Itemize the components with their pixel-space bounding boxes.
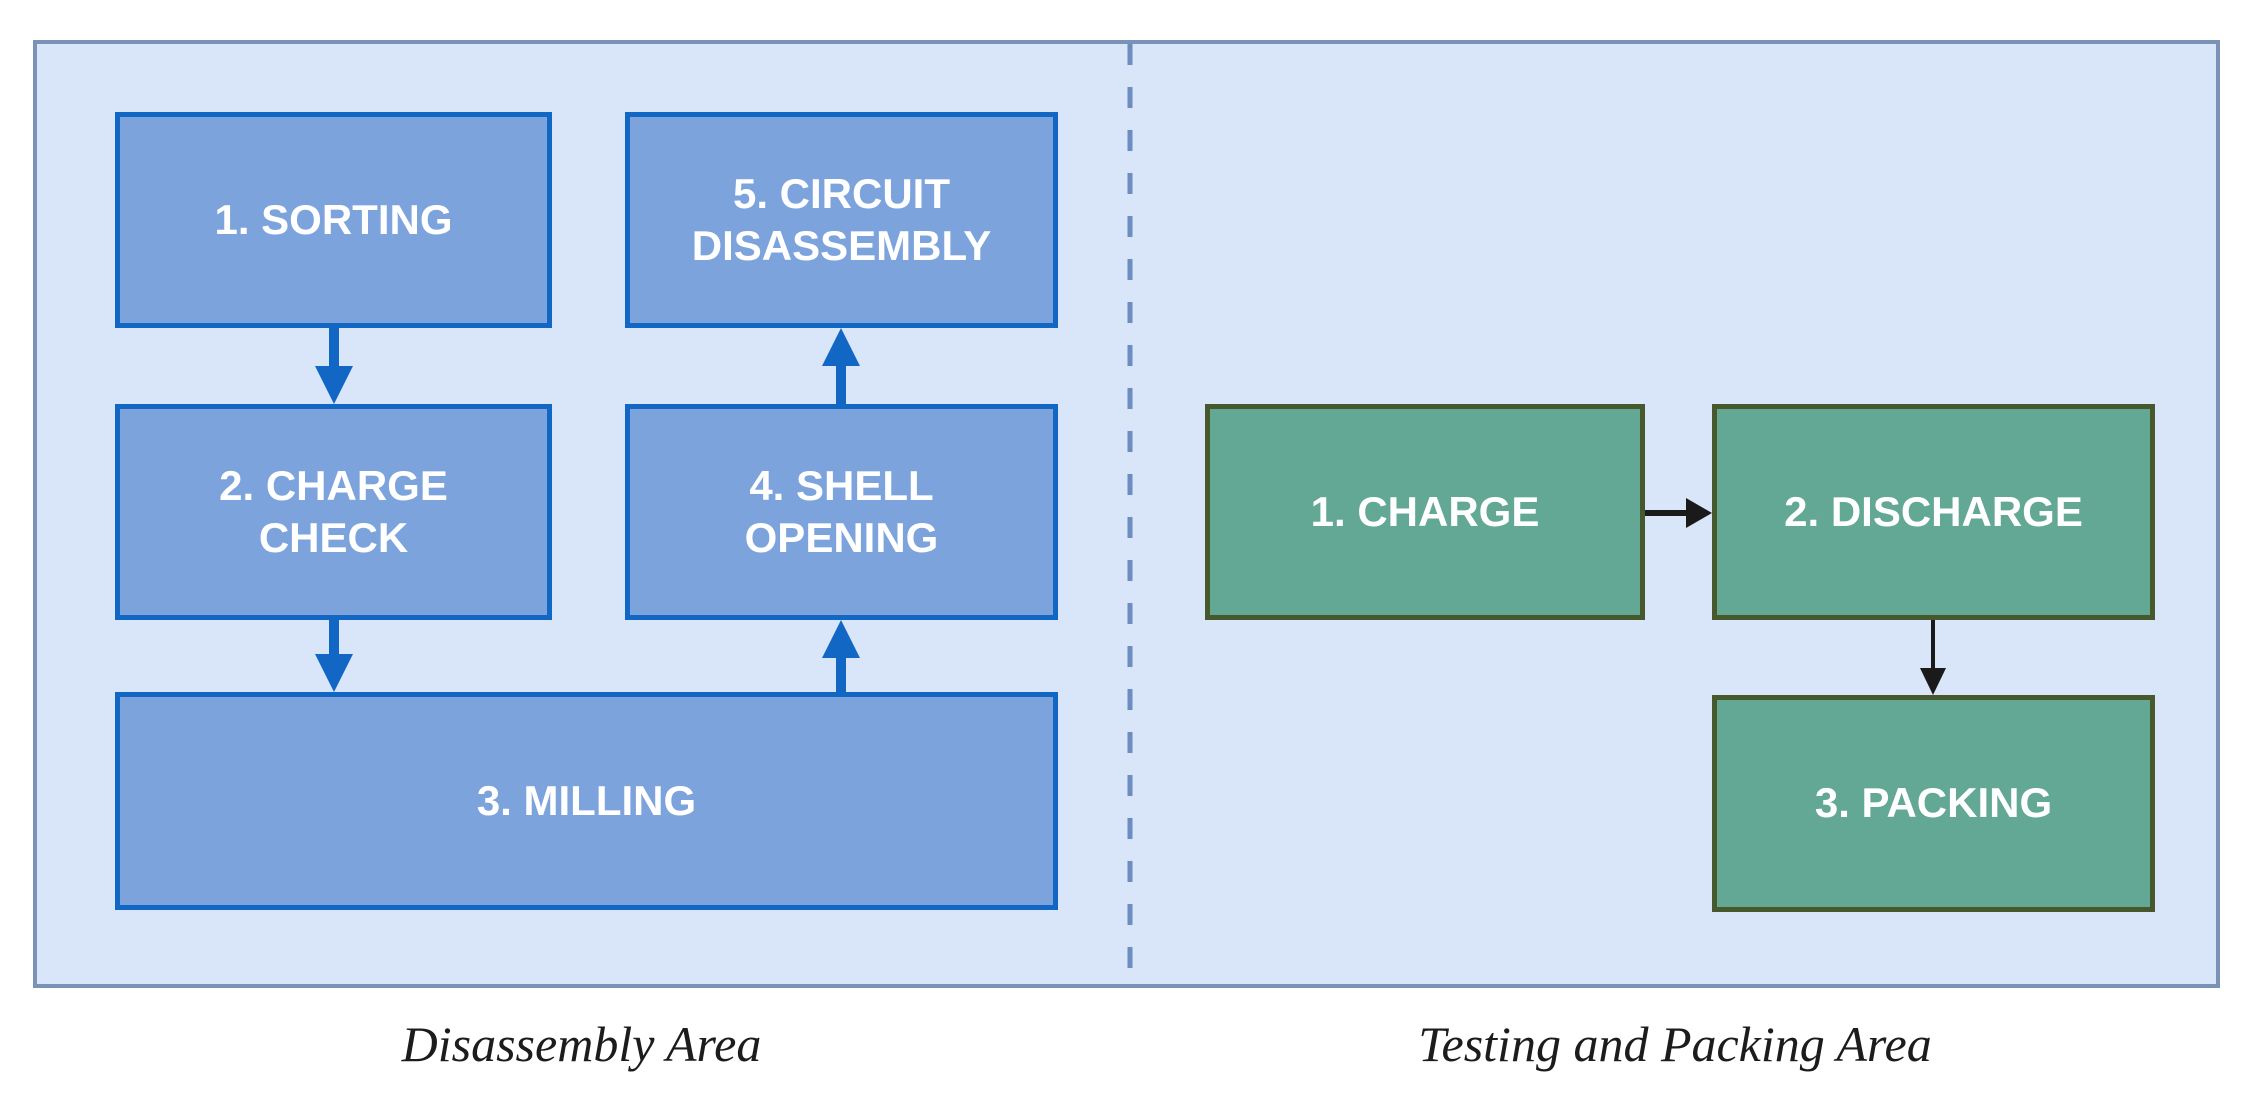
step-box-packing: 3. PACKING	[1712, 695, 2155, 912]
step-label-charge: 1. CHARGE	[1310, 487, 1540, 535]
step-label-discharge: 2. DISCHARGE	[1784, 487, 2083, 535]
step-box-shell-opening: 4. SHELL OPENING	[625, 404, 1058, 620]
step-box-discharge: 2. DISCHARGE	[1712, 404, 2155, 620]
step-label-circuit-disassembly: 5. CIRCUIT DISASSEMBLY	[691, 169, 992, 270]
step-box-circuit-disassembly: 5. CIRCUIT DISASSEMBLY	[625, 112, 1058, 328]
step-box-charge: 1. CHARGE	[1205, 404, 1645, 620]
step-label-packing: 3. PACKING	[1814, 779, 2053, 827]
step-box-milling: 3. MILLING	[115, 692, 1058, 910]
step-label-milling: 3. MILLING	[476, 776, 697, 824]
caption-disassembly-area: Disassembly Area	[401, 1016, 762, 1072]
step-box-charge-check: 2. CHARGE CHECK	[115, 404, 552, 620]
step-label-charge-check: 2. CHARGE CHECK	[219, 461, 448, 562]
step-box-sorting: 1. SORTING	[115, 112, 552, 328]
caption-testing-and-packing-area: Testing and Packing Area	[1418, 1016, 1932, 1072]
step-label-sorting: 1. SORTING	[214, 195, 453, 243]
step-label-shell-opening: 4. SHELL OPENING	[744, 461, 939, 562]
